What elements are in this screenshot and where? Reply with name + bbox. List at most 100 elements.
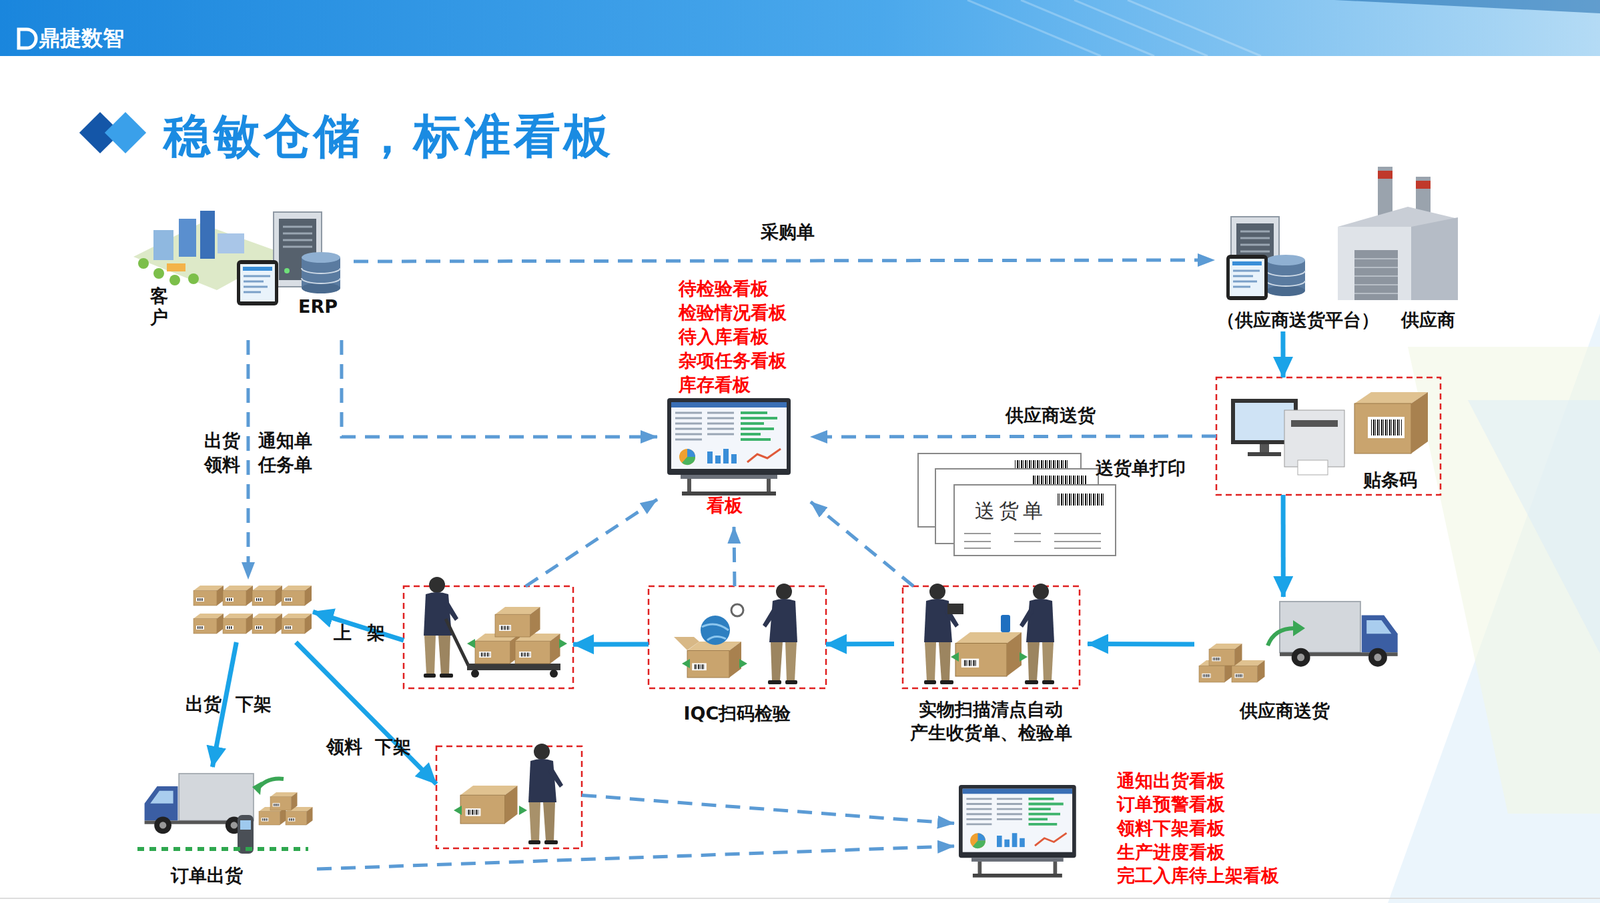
label-printer-illustration [1411,392,1428,454]
background-decor [1467,400,1600,654]
node-text: 检验情况看板 [678,300,787,325]
title-text: 稳敏仓储，标准看板 [163,105,614,169]
scan-scene [924,583,1055,685]
red-dashed-frames [1216,377,1441,496]
customer-illustration [200,210,215,259]
edge-label: 采购单 [760,220,815,245]
node-box: 订单出货 [136,767,317,888]
shelf-boxes [222,613,253,634]
putaway-scene [471,669,480,678]
node-text: IQC扫码检验 [648,701,827,726]
shipping-scene [137,847,309,852]
supplier-truck-illustration [1279,601,1398,668]
shipping-scene [252,781,262,796]
logo-text: 鼎捷数智 [38,24,125,54]
dashed-connector [581,795,955,824]
picking-scene [453,743,564,845]
flow-arrow [296,642,438,785]
node-text: ERP [298,294,338,319]
customer-illustration [153,268,165,279]
node-text: （供应商送货平台） [1214,308,1382,332]
node-text: 待检验看板 [678,276,769,301]
red-dashed-frames [648,586,827,689]
supplier-illustration [1337,206,1458,301]
customer-illustration [178,218,197,257]
shelf-boxes [193,613,224,634]
shipping-scene [144,773,254,835]
scan-scene [950,652,959,662]
customer-illustration [217,233,245,254]
edge-label: 出货 通知单 领料 任务单 [204,429,321,478]
label-printer-illustration [1284,410,1345,468]
label-printer-illustration [1297,460,1328,476]
node-text: 实物扫描清点自动 产生收货单、检验单 [890,697,1091,745]
node-box: 通知出货看板订单预警看板领料下架看板生产进度看板完工入库待上架看板 [954,767,1308,888]
node-text: 看板 [706,493,743,518]
shelf-boxes [193,585,224,606]
iqc-scene [731,604,744,617]
node-text: 贴条码 [1363,468,1418,492]
putaway-scene [445,619,469,666]
flow-arrow [1087,641,1195,648]
dashed-connector [810,502,914,588]
flow-arrow [826,641,895,648]
dashboard-monitors [667,398,791,496]
scan-scene [1019,583,1055,685]
node-text: 订单出货 [170,864,243,888]
node-text: 送货单 [974,497,1047,524]
supplier-illustration [1226,254,1268,301]
dashed-connector [316,846,955,870]
dashed-connector [810,436,1217,438]
node-box: 供应商送货 [1194,597,1402,724]
node-box: 实物扫描清点自动 产生收货单、检验单 [894,586,1088,747]
supplier-illustration [1354,250,1398,301]
putaway-scene [423,577,459,678]
title-diamonds [79,112,147,154]
node-text: 完工入库待上架看板 [1116,864,1280,888]
header-band [18,29,37,49]
putaway-scene [423,577,568,678]
scan-scene [955,632,1022,677]
picking-scene [519,806,528,816]
scan-scene [947,603,964,615]
putaway-scene [559,639,568,649]
shelf-boxes [281,585,312,606]
picking-scene [460,785,518,825]
label-printer-illustration [1231,392,1428,476]
header-band [967,0,1262,57]
picking-scene [528,743,564,845]
node-box: 贴条码 [1216,377,1441,496]
supplier-truck-illustration [1293,620,1306,637]
label-printer-illustration [1367,417,1405,439]
delivery-note-papers [964,533,1101,549]
shelf-boxes [281,613,312,634]
node-box [436,746,582,849]
picking-scene [453,806,462,816]
flow-arrow [573,641,649,647]
putaway-scene [549,669,558,678]
customer-illustration [153,230,174,261]
node-box: 待检验看板检验情况看板待入库看板杂项任务看板库存看板看板 [657,276,811,528]
iqc-scene [700,615,730,646]
dashed-connector [733,527,735,587]
iqc-scene [673,637,700,651]
delivery-note-papers [918,453,1116,556]
supplier-illustration [1337,226,1412,301]
header-band [0,0,1600,57]
dashed-connector [353,260,1215,262]
shelf-boxes [193,585,312,634]
customer-illustration [301,252,341,294]
customer-illustration [188,273,199,285]
flow-arrow [1280,331,1286,378]
scan-scene [1000,615,1011,633]
scan-scene [924,583,959,685]
supplier-illustration [1411,217,1458,301]
shelf-boxes [222,585,253,606]
background-decor [0,898,1600,900]
label-printer-illustration [1259,444,1270,454]
title-diamonds [104,112,147,154]
customer-illustration [169,274,181,286]
node-text: 领料下架看板 [1116,816,1226,841]
red-dashed-frames [403,377,1441,849]
